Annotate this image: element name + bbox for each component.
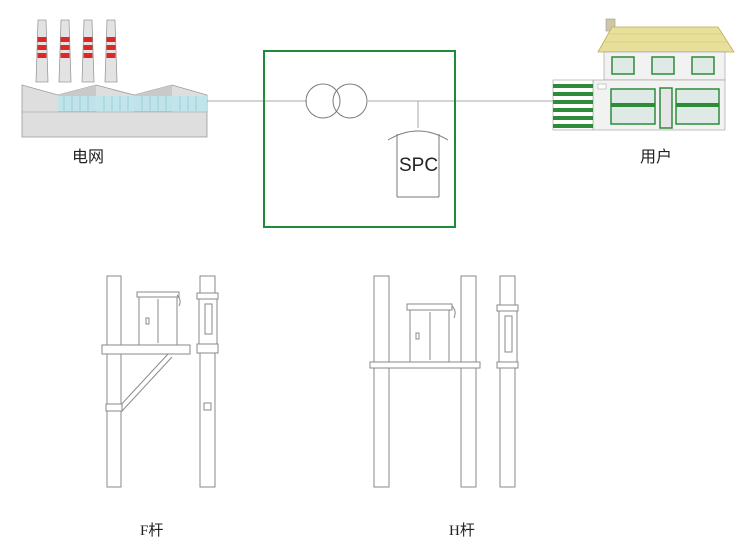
f-pole-side (196, 275, 219, 488)
h-pole-side (496, 275, 519, 488)
user-label: 用户 (640, 149, 673, 166)
spc-label: SPC (399, 155, 439, 176)
grid-label: 电网 (72, 149, 105, 166)
f-pole-label: F杆 (140, 523, 164, 539)
f-pole-front (101, 275, 191, 488)
spc-frame (263, 50, 456, 228)
factory-icon (21, 19, 208, 138)
h-pole-label: H杆 (449, 523, 475, 539)
house-icon (552, 18, 735, 131)
h-pole-front (369, 275, 481, 488)
transformer-icon (305, 83, 368, 119)
spc-box (387, 130, 449, 198)
power-line (207, 100, 555, 128)
